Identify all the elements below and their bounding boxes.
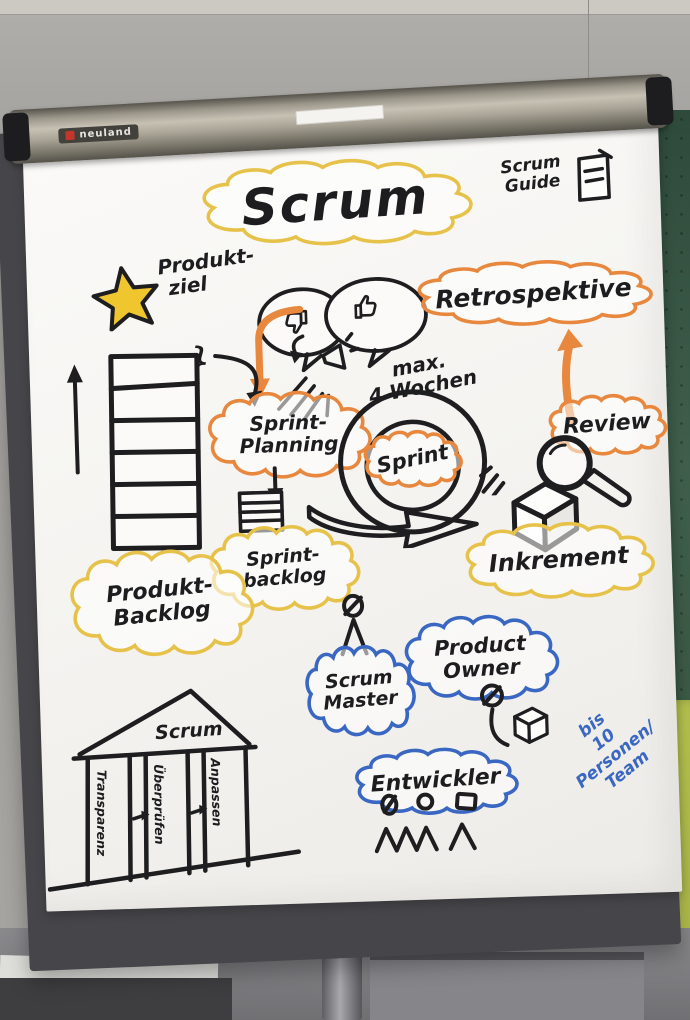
title-cloud: Scrum [189, 154, 482, 251]
sprint-cloud: Sprint [360, 428, 466, 489]
desk-shadow [0, 978, 232, 1020]
shelf-edge [370, 952, 644, 960]
temple-pillar-ueberpruefen: Überprüfen [151, 763, 168, 845]
scrum-guide-note: Scrum Guide [490, 151, 574, 198]
rail-sticker [295, 104, 385, 126]
thumbs-up-icon [354, 294, 377, 319]
scrum-temple [47, 688, 302, 892]
shelf-face [370, 960, 644, 1020]
product-owner-line2: Owner [442, 654, 521, 684]
sparkle-lines [479, 465, 506, 496]
retrospective-cloud: Retrospektive [406, 256, 660, 330]
rail-brand-label: neuland [58, 124, 140, 144]
developer-figures [374, 791, 478, 854]
ceiling [0, 0, 690, 15]
team-size-note: bis 10 Personen/ Team [538, 679, 683, 817]
increment-label: Inkrement [487, 540, 630, 578]
scrum-master-line2: Master [322, 686, 399, 715]
increment-cloud: Inkrement [457, 518, 661, 602]
product-backlog-arrow [66, 364, 83, 475]
neuland-logo [65, 130, 75, 141]
product-goal-star-icon [91, 266, 159, 332]
document-icon [577, 148, 613, 202]
scrum-master-figure [340, 593, 369, 657]
product-backlog-grid [108, 352, 202, 552]
product-backlog-label: Produkt- Backlog [58, 538, 264, 667]
rail-end-cap-right [645, 76, 674, 126]
increment-arrow [306, 504, 479, 551]
temple-pillar-transparenz: Transparenz [94, 769, 110, 857]
brand-text: neuland [79, 126, 133, 141]
product-backlog-cloud: Produkt- Backlog [61, 545, 260, 661]
magnifier-icon [536, 435, 632, 508]
wall-corner-seam [588, 0, 589, 96]
rail-end-cap-left [2, 112, 31, 162]
product-owner-figure [479, 683, 549, 748]
flipchart-paper: Scrum Scrum Guide Produkt- ziel [22, 116, 683, 912]
